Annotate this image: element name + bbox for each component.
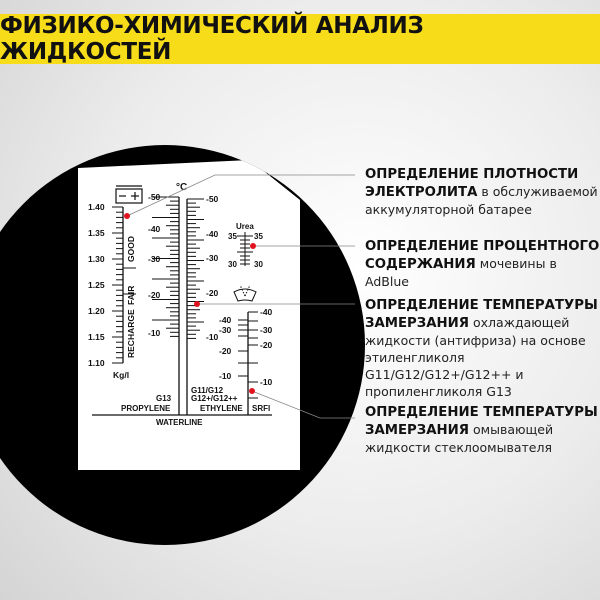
windshield-icon <box>233 284 257 302</box>
battery-icon <box>115 185 143 204</box>
propylene-tick-label: -40 <box>148 224 161 234</box>
battery-tick-label: 1.25 <box>88 280 105 290</box>
srfi-right-label: -20 <box>260 340 273 350</box>
zone-fair: FAIR <box>126 286 136 305</box>
ethylene-tick-label: -20 <box>206 288 219 298</box>
leader-lines <box>126 174 355 419</box>
srfi-label: SRFI <box>252 404 270 413</box>
srfi-right-label: -30 <box>260 325 273 335</box>
description-heading: ОПРЕДЕЛЕНИЕ ПЛОТНОСТИ ЭЛЕКТРОЛИТА <box>365 167 579 200</box>
propylene-tick-label: -10 <box>148 328 161 338</box>
ethylene-tick-label: -30 <box>206 253 219 263</box>
urea-title: Urea <box>236 222 254 231</box>
battery-tick-label: 1.30 <box>88 254 105 264</box>
description-heading: ОПРЕДЕЛЕНИЕ ТЕМПЕРАТУРЫ ЗАМЕРЗАНИЯ <box>365 298 598 331</box>
description-text: омывающей жидкости стеклоомывателя <box>365 422 554 455</box>
srfi-left-label: -40 <box>219 315 232 325</box>
description-urea: ОПРЕДЕЛЕНИЕ ПРОЦЕНТНОГО СОДЕРЖАНИЯ мочев… <box>365 237 600 290</box>
propylene-tick-label: -50 <box>148 192 161 202</box>
propylene-g13: G13 <box>156 394 172 403</box>
urea-right-label: 35 <box>254 232 263 241</box>
description-text: мочевины в AdBlue <box>365 256 557 289</box>
urea-left-label: 35 <box>228 232 237 241</box>
propylene-tick-label: -20 <box>148 290 161 300</box>
srfi-left-label: -10 <box>219 371 232 381</box>
ethylene-tick-label: -40 <box>206 229 219 239</box>
zone-good: GOOD <box>126 236 136 262</box>
battery-tick-label: 1.20 <box>88 306 105 316</box>
description-washer: ОПРЕДЕЛЕНИЕ ТЕМПЕРАТУРЫ ЗАМЕРЗАНИЯ омыва… <box>365 403 600 456</box>
battery-tick-label: 1.15 <box>88 332 105 342</box>
description-battery: ОПРЕДЕЛЕНИЕ ПЛОТНОСТИ ЭЛЕКТРОЛИТА в обсл… <box>365 165 600 218</box>
title-banner: ФИЗИКО-ХИМИЧЕСКИЙ АНАЛИЗ ЖИДКОСТЕЙ <box>0 13 600 65</box>
description-text: охлаждающей жидкости (антифриза) на осно… <box>365 315 586 399</box>
srfi-left-label: -20 <box>219 346 232 356</box>
ethylene-g12plus: G12+/G12++ <box>191 394 238 403</box>
srfi-right-label: -40 <box>260 307 273 317</box>
scale-ticks <box>112 196 258 415</box>
battery-tick-label: 1.10 <box>88 358 105 368</box>
propylene-label: PROPYLENE <box>121 404 171 413</box>
description-heading: ОПРЕДЕЛЕНИЕ ТЕМПЕРАТУРЫ ЗАМЕРЗАНИЯ <box>365 405 598 438</box>
urea-right-label: 30 <box>254 260 263 269</box>
battery-tick-label: 1.40 <box>88 202 105 212</box>
ethylene-tick-label: -10 <box>206 332 219 342</box>
description-text: в обслуживаемой аккумуляторной батарее <box>365 184 598 217</box>
urea-left-label: 30 <box>228 260 237 269</box>
ethylene-tick-label: -50 <box>206 194 219 204</box>
srfi-right-label: -10 <box>260 377 273 387</box>
description-heading: ОПРЕДЕЛЕНИЕ ПРОЦЕНТНОГО СОДЕРЖАНИЯ <box>365 239 600 272</box>
propylene-tick-label: -30 <box>148 254 161 264</box>
srfi-left-label: -30 <box>219 325 232 335</box>
zone-recharge: RECHARGE <box>126 309 136 358</box>
marker-coolant <box>194 301 200 307</box>
battery-tick-label: 1.35 <box>88 228 105 238</box>
marker-urea <box>250 243 256 249</box>
marker-washer <box>249 388 255 394</box>
page-title: ФИЗИКО-ХИМИЧЕСКИЙ АНАЛИЗ ЖИДКОСТЕЙ <box>0 13 424 65</box>
marker-battery <box>124 213 130 219</box>
unit-kgl: Kg/l <box>113 370 129 380</box>
ethylene-label: ETHYLENE <box>200 404 243 413</box>
ethylene-g11-g12: G11/G12 <box>191 386 224 395</box>
description-coolant: ОПРЕДЕЛЕНИЕ ТЕМПЕРАТУРЫ ЗАМЕРЗАНИЯ охлаж… <box>365 296 600 400</box>
celsius-label: °C <box>176 182 187 193</box>
waterline-label: WATERLINE <box>156 418 203 427</box>
